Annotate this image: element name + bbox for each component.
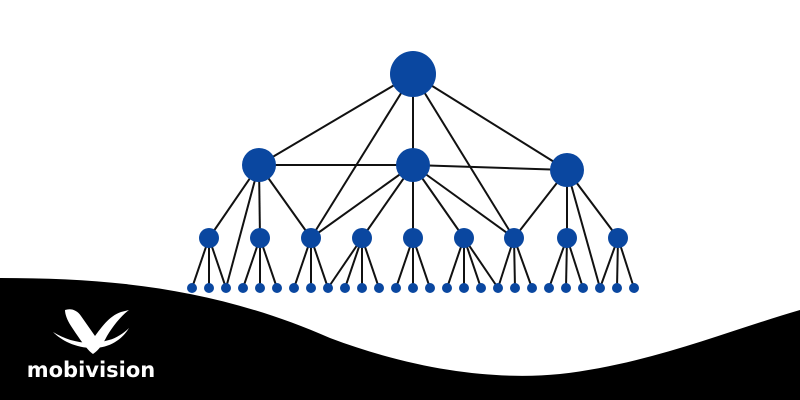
tree-edge [566, 169, 601, 289]
leaf-node [476, 283, 486, 293]
leaf-node [340, 283, 350, 293]
level3-node [250, 228, 270, 248]
tree-edge [412, 73, 568, 171]
tree-edge [258, 73, 414, 166]
tree-edge [463, 237, 499, 289]
level2-node [396, 148, 430, 182]
leaf-node [527, 283, 537, 293]
leaf-node [204, 283, 214, 293]
leaf-node [357, 283, 367, 293]
level3-node [199, 228, 219, 248]
level2-node [550, 153, 584, 187]
tree-edge [310, 164, 414, 239]
v-swoosh-logo-icon [53, 309, 129, 354]
tree-edge [412, 73, 515, 239]
leaf-node [578, 283, 588, 293]
leaf-node [272, 283, 282, 293]
level3-node [403, 228, 423, 248]
leaf-node [493, 283, 503, 293]
leaf-node [629, 283, 639, 293]
tree-edge [412, 164, 515, 239]
leaf-node [187, 283, 197, 293]
brand-name: mobivision [26, 358, 156, 382]
leaf-node [612, 283, 622, 293]
leaf-node [408, 283, 418, 293]
leaf-node [442, 283, 452, 293]
level2-node [242, 148, 276, 182]
level3-node [301, 228, 321, 248]
tree-edge [412, 164, 568, 171]
leaf-node [561, 283, 571, 293]
tree-edge [225, 164, 260, 289]
leaf-node [289, 283, 299, 293]
leaf-node [255, 283, 265, 293]
leaf-node [459, 283, 469, 293]
level3-node [557, 228, 577, 248]
leaf-node [238, 283, 248, 293]
leaf-node [425, 283, 435, 293]
brand-logo: mobivision [26, 306, 156, 382]
leaf-node [374, 283, 384, 293]
leaf-node [595, 283, 605, 293]
leaf-node [544, 283, 554, 293]
tree-edges [191, 73, 635, 289]
tree-edge [327, 237, 363, 289]
root-node [390, 51, 436, 97]
level3-node [352, 228, 372, 248]
leaf-node [510, 283, 520, 293]
leaf-node [221, 283, 231, 293]
level3-node [608, 228, 628, 248]
level3-node [454, 228, 474, 248]
leaf-node [306, 283, 316, 293]
leaf-node [323, 283, 333, 293]
tree-nodes [187, 51, 639, 293]
level3-node [504, 228, 524, 248]
footer-wave [0, 278, 800, 400]
tree-edge [310, 73, 414, 239]
leaf-node [391, 283, 401, 293]
